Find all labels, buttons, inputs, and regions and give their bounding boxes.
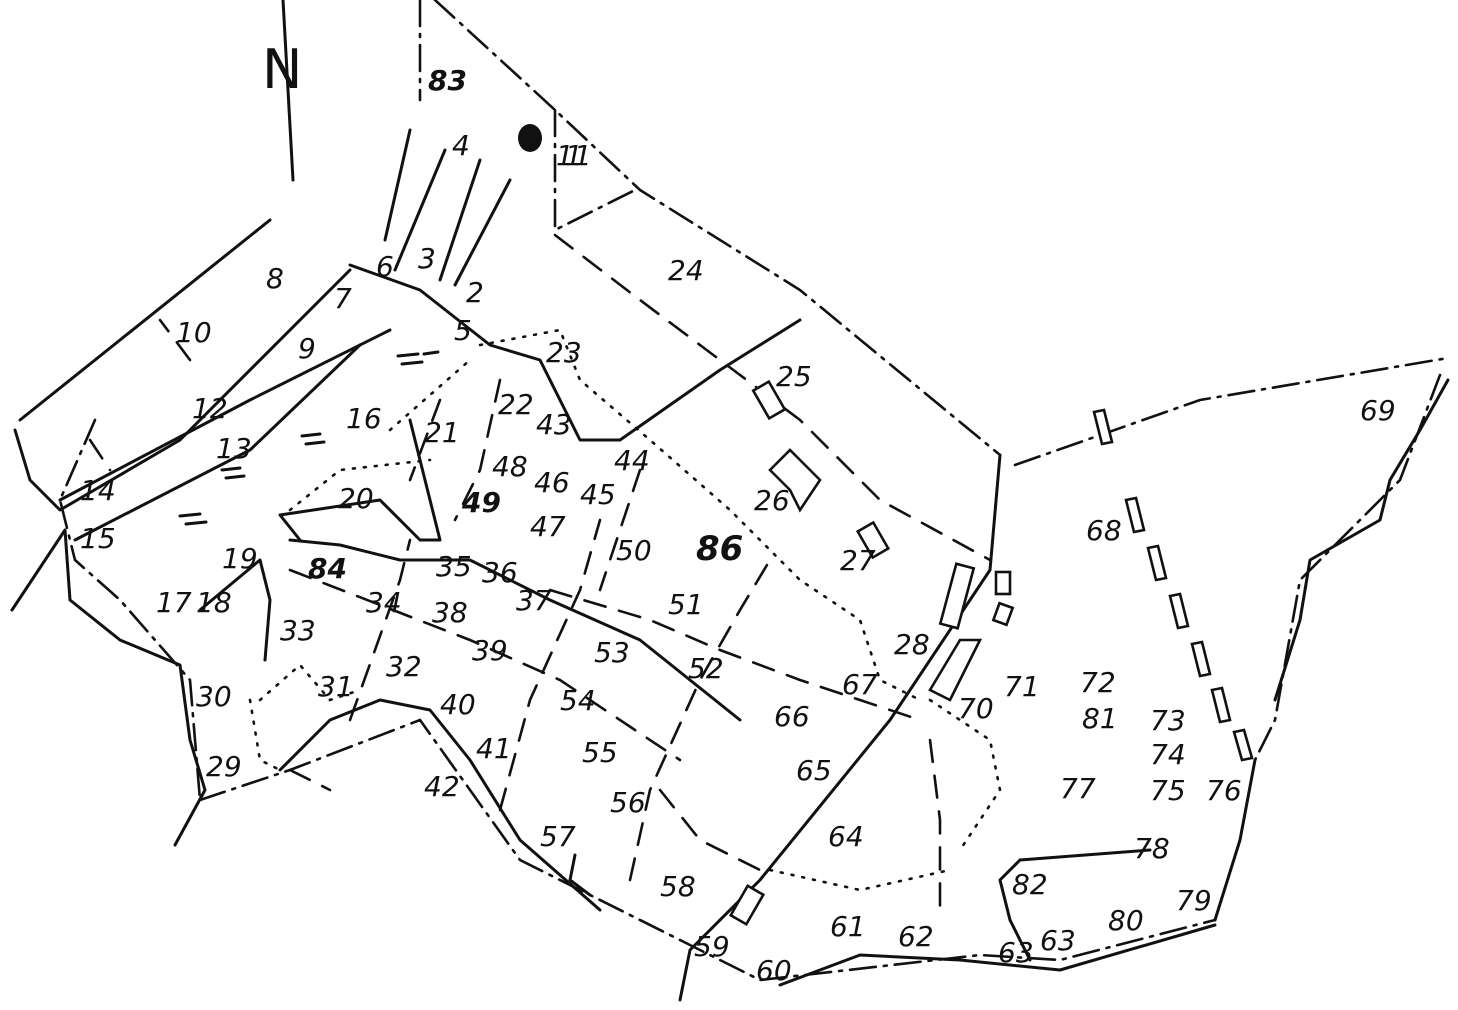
plot-label-30: 30 [196, 680, 232, 713]
plot-label-62: 62 [898, 920, 934, 953]
plot-label-19: 19 [222, 542, 258, 575]
plot-label-76: 76 [1206, 774, 1242, 807]
roads [10, 128, 1450, 1002]
plot-label-15: 15 [80, 522, 116, 555]
plot-label-17: 17 [156, 586, 192, 619]
plot-boundaries [88, 233, 992, 912]
plot-label-56: 56 [610, 786, 646, 819]
footpaths [248, 328, 1002, 892]
plot-label-13: 13 [216, 432, 252, 465]
plot-label-63a: 63 [998, 936, 1034, 969]
plot-label-35: 35 [436, 550, 472, 583]
plot-label-54: 54 [560, 684, 596, 717]
plot-label-39: 39 [472, 634, 508, 667]
plot-label-9: 9 [298, 332, 316, 365]
plot-label-83: 83 [428, 64, 467, 97]
plot-label-21: 21 [424, 416, 460, 449]
plot-label-52: 52 [688, 652, 724, 685]
plot-label-42: 42 [424, 770, 460, 803]
plot-label-61: 61 [830, 910, 866, 943]
plot-label-48: 48 [492, 450, 528, 483]
plot-label-64: 64 [828, 820, 864, 853]
plot-label-58: 58 [660, 870, 696, 903]
plot-label-25: 25 [776, 360, 812, 393]
plot-label-41: 41 [476, 732, 512, 765]
north-arrow: N [262, 0, 302, 182]
plot-label-1: 1 [565, 139, 583, 172]
plot-label-31: 31 [318, 670, 354, 703]
plot-label-74: 74 [1150, 738, 1186, 771]
plot-label-24: 24 [668, 254, 704, 287]
plot-label-66: 66 [774, 700, 810, 733]
railway [1092, 408, 1254, 762]
plot-label-79: 79 [1176, 884, 1212, 917]
plot-label-60: 60 [756, 954, 792, 987]
plot-label-4: 4 [452, 129, 470, 162]
plot-label-3: 3 [418, 242, 436, 275]
plot-label-80: 80 [1108, 904, 1144, 937]
plot-label-2: 2 [466, 276, 484, 309]
plot-label-26: 26 [754, 484, 790, 517]
plot-label-32: 32 [386, 650, 422, 683]
plot-label-47: 47 [530, 510, 566, 543]
plot-label-43: 43 [536, 408, 572, 441]
plot-label-65: 65 [796, 754, 832, 787]
plot-label-27: 27 [840, 544, 876, 577]
plot-label-82: 82 [1012, 868, 1048, 901]
plot-label-49: 49 [461, 486, 501, 519]
plot-label-20: 20 [338, 482, 374, 515]
field-marks [178, 350, 440, 526]
plot-label-12: 12 [192, 392, 228, 425]
plot-label-33: 33 [280, 614, 316, 647]
plot-label-73: 73 [1150, 704, 1186, 737]
plot-label-68: 68 [1086, 514, 1122, 547]
plot-label-8: 8 [266, 262, 284, 295]
plot-label-72: 72 [1080, 666, 1116, 699]
plot-label-7: 7 [334, 282, 352, 315]
plot-label-86: 86 [696, 529, 743, 569]
plot-label-14: 14 [80, 474, 116, 507]
plot-label-23: 23 [546, 336, 582, 369]
plot-label-10: 10 [176, 316, 212, 349]
plot-label-78: 78 [1134, 832, 1170, 865]
plot-label-84: 84 [308, 552, 347, 585]
plot-label-63b: 63 [1040, 924, 1076, 957]
north-marker: N [262, 38, 302, 101]
plot-label-44: 44 [614, 444, 650, 477]
plot-label-29: 29 [206, 750, 242, 783]
plot-label-71: 71 [1004, 670, 1040, 703]
plot-labels: 1 2 3 4 5 6 7 8 9 10 11 12 13 14 15 16 1… [80, 64, 1396, 987]
plot-label-46: 46 [534, 466, 570, 499]
plot-label-51: 51 [668, 588, 704, 621]
plot-label-69: 69 [1360, 394, 1396, 427]
plot-label-37: 37 [516, 584, 552, 617]
plot-label-75: 75 [1150, 774, 1186, 807]
plot-label-28: 28 [894, 628, 930, 661]
plot-label-45: 45 [580, 478, 616, 511]
plot-label-50: 50 [616, 534, 652, 567]
plot-label-11: 11 [556, 139, 592, 172]
plot-label-38: 38 [432, 596, 468, 629]
plot-label-34: 34 [366, 586, 402, 619]
plot-label-53: 53 [594, 636, 630, 669]
plot-label-22: 22 [498, 388, 534, 421]
plot-label-40: 40 [440, 688, 476, 721]
plot-label-16: 16 [346, 402, 382, 435]
plot-label-67: 67 [842, 668, 878, 701]
plot-label-6: 6 [376, 250, 394, 283]
plot-label-18: 18 [196, 586, 232, 619]
plot-label-55: 55 [582, 736, 618, 769]
plot-label-70: 70 [958, 692, 994, 725]
plot-label-57: 57 [540, 820, 576, 853]
buildings [518, 124, 1015, 926]
plot-label-5: 5 [454, 314, 472, 347]
plot-label-36: 36 [482, 556, 518, 589]
plot-label-59: 59 [694, 930, 730, 963]
plot-label-81: 81 [1082, 702, 1118, 735]
plot-label-77: 77 [1060, 772, 1096, 805]
